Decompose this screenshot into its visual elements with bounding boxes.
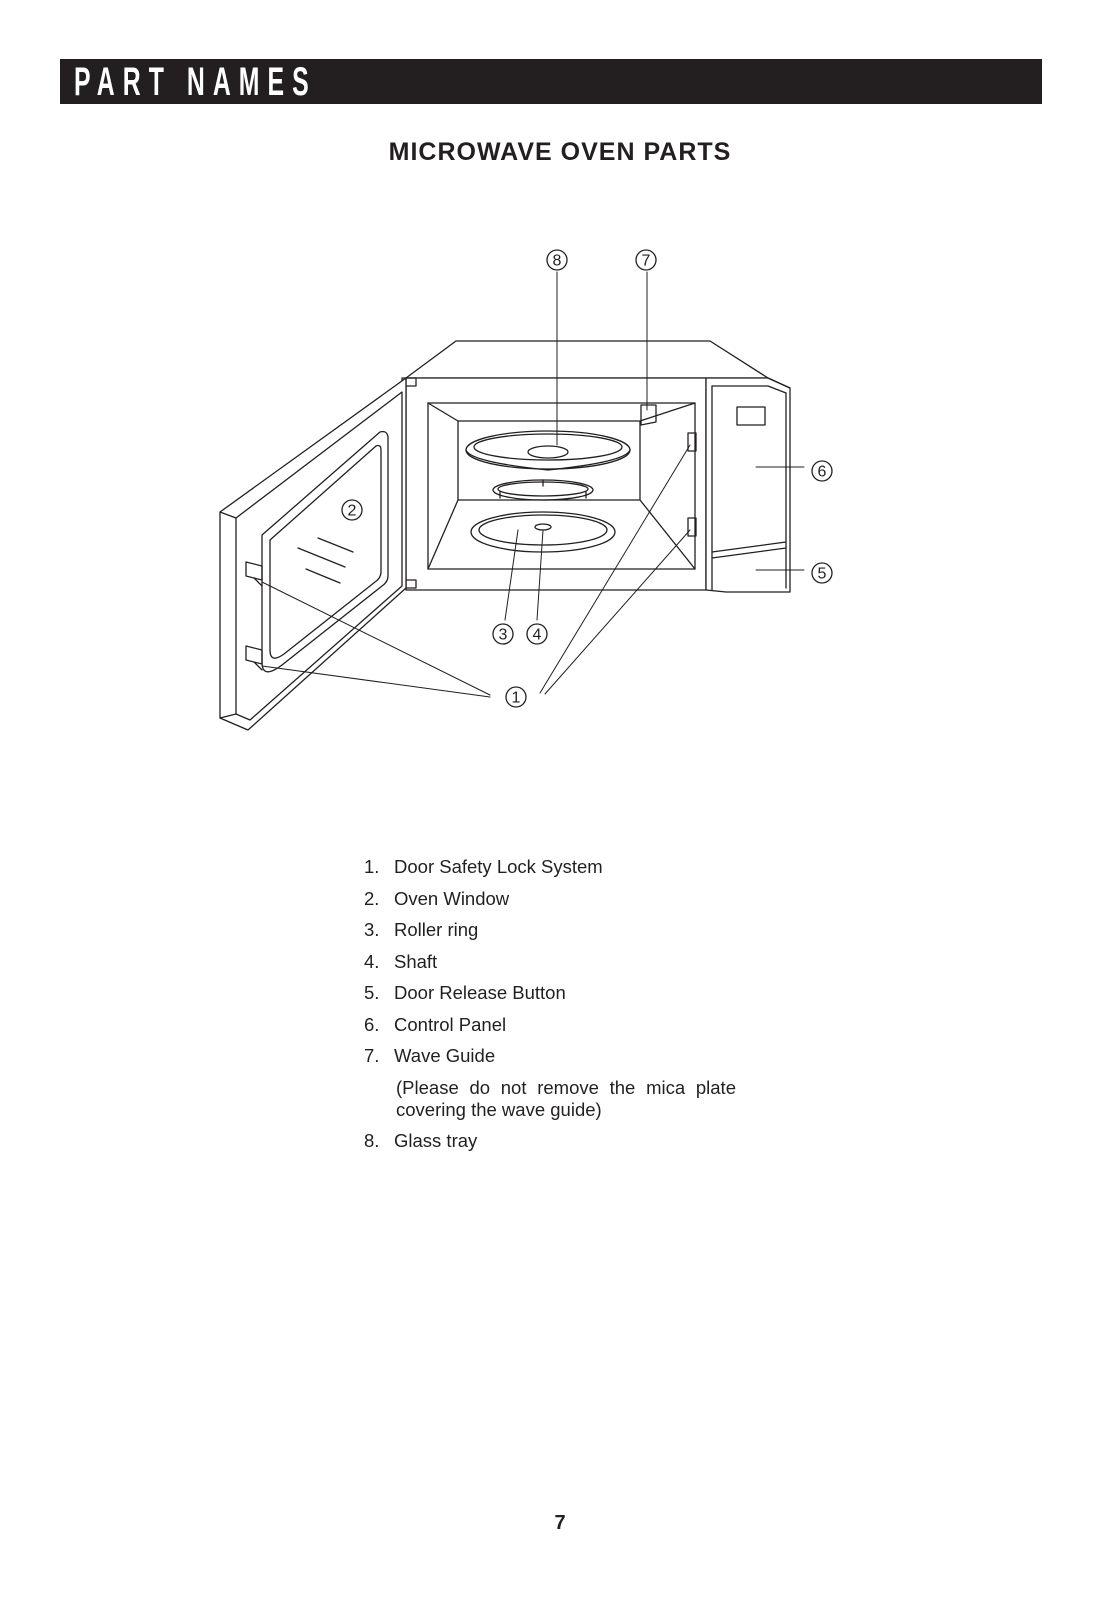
item-number: 7.: [364, 1045, 380, 1066]
callout-8-circle: [546, 249, 568, 271]
oven-cavity: [427, 402, 696, 570]
callout-1: 1: [512, 690, 521, 707]
callout-5-circle: [811, 562, 833, 584]
item-label: Roller ring: [394, 919, 479, 940]
callout-4-circle: [526, 623, 548, 645]
parts-list: 1.Door Safety Lock System 2.Oven Window …: [364, 856, 754, 1077]
callout-6-circle: [811, 460, 833, 482]
item-number: 2.: [364, 887, 380, 909]
item-label: Wave Guide: [394, 1045, 496, 1066]
wave-guide-cover: [640, 404, 657, 426]
item-label: Door Safety Lock System: [394, 856, 603, 877]
wave-guide-note: (Please do not remove the mica plate cov…: [396, 1077, 736, 1120]
door-lock-slots: [687, 432, 697, 537]
item-label: Oven Window: [394, 887, 510, 909]
oven-body-outline: [405, 340, 791, 593]
callout-1-circle: [505, 686, 527, 708]
list-item: 1. Door Safety Lock System: [364, 856, 754, 878]
item-number: 3.: [364, 919, 380, 940]
callout-6: 6: [818, 464, 827, 481]
list-item: 6. Control Panel: [364, 1014, 754, 1036]
callout-3-circle: [492, 623, 514, 645]
item-number: 4.: [364, 950, 380, 972]
section-header-bar: PART NAMES: [60, 59, 1042, 104]
parts-list-continued: 8. Glass tray: [364, 1130, 754, 1162]
callout-7: 7: [642, 253, 651, 270]
microwave-diagram: 1 2 3 4 5 6 7 8: [219, 249, 833, 731]
list-item: 2. Oven Window: [364, 888, 754, 910]
item-number: 5.: [364, 982, 380, 1003]
open-door: [219, 377, 417, 731]
item-number: 1.: [364, 856, 380, 877]
list-item: 3. Roller ring: [364, 919, 754, 941]
glass-tray-drawing: [465, 430, 631, 471]
item-label: Control Panel: [394, 1013, 507, 1035]
callout-8: 8: [553, 253, 562, 270]
item-label: Shaft: [394, 950, 438, 972]
item-label: Glass tray: [394, 1130, 478, 1151]
callout-markers: [341, 249, 833, 708]
roller-ring-drawing: [492, 479, 594, 501]
item-number: 8.: [364, 1130, 380, 1151]
callout-7-circle: [635, 249, 657, 271]
list-item: 5. Door Release Button: [364, 982, 754, 1004]
callout-3: 3: [499, 627, 508, 644]
list-item: 4. Shaft: [364, 951, 754, 973]
item-label: Door Release Button: [394, 982, 566, 1003]
callout-2-circle: [341, 499, 363, 521]
item-number: 6.: [364, 1013, 380, 1035]
list-item: 8. Glass tray: [364, 1130, 754, 1152]
page-subtitle: MICROWAVE OVEN PARTS: [388, 138, 732, 166]
turntable-floor: [470, 511, 616, 553]
section-title: PART NAMES: [74, 60, 317, 104]
leader-lines: [261, 271, 805, 698]
page-number: 7: [554, 1512, 566, 1534]
control-panel-drawing: [711, 406, 787, 559]
callout-4: 4: [533, 627, 542, 644]
callout-2: 2: [348, 503, 357, 520]
list-item: 7. Wave Guide: [364, 1045, 754, 1067]
callout-5: 5: [818, 566, 827, 583]
